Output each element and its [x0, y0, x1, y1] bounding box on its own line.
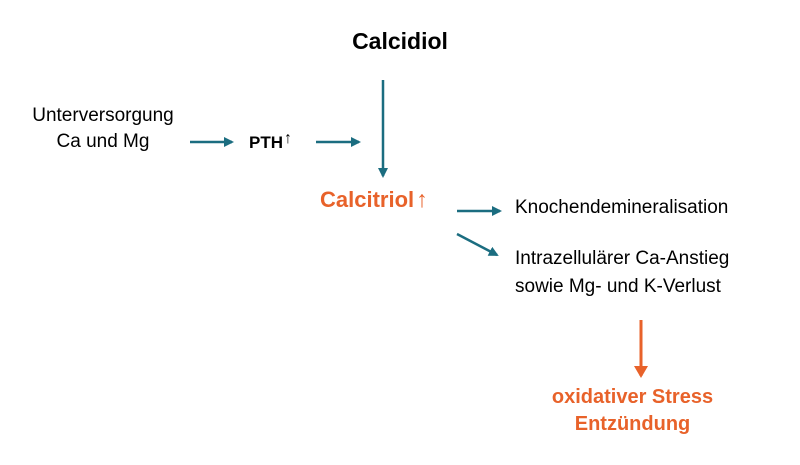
arrow-up-icon: ↑ — [416, 186, 428, 212]
intrazellular-line1: Intrazellulärer Ca-Anstieg — [515, 248, 730, 269]
intrazellular-label: Intrazellulärer Ca-Anstieg sowie Mg- und… — [515, 245, 729, 301]
arrow-calcitriol-to-intrazellular — [456, 232, 499, 257]
pth-text: PTH — [249, 133, 283, 152]
unterversorgung-line1: Unterversorgung — [32, 105, 174, 126]
knochendemineralisation-label: Knochendemineralisation — [515, 197, 729, 218]
unterversorgung-label: Unterversorgung Ca und Mg — [8, 103, 198, 155]
calcitriol-text: Calcitriol — [320, 187, 415, 212]
oxidativ-line2: Entzündung — [574, 413, 691, 435]
oxidativ-line1: oxidativer Stress — [551, 386, 714, 408]
intrazellular-line2: sowie Mg- und K-Verlust — [515, 276, 721, 297]
calcidiol-label: Calcidiol — [352, 28, 448, 54]
arrow-up-icon: ↑ — [284, 130, 292, 147]
oxidativer-stress-label: oxidativer Stress Entzündung — [520, 384, 745, 438]
pth-label: PTH↑ — [249, 130, 292, 153]
unterversorgung-line2: Ca und Mg — [56, 131, 150, 152]
calcitriol-label: Calcitriol↑ — [320, 186, 428, 213]
